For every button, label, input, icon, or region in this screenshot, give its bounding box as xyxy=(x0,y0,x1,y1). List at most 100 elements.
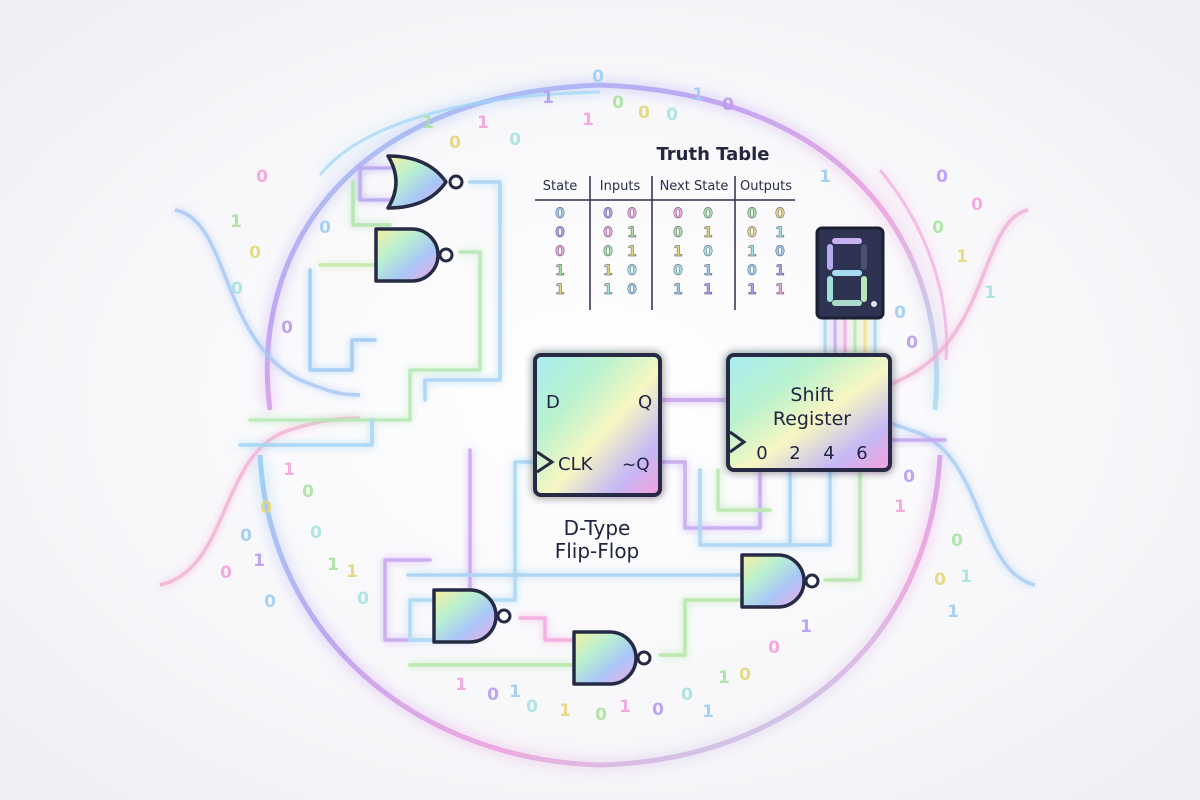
shift-register-label-line2: Register xyxy=(773,408,851,430)
binary-digit: 1 xyxy=(509,682,521,702)
wire-network xyxy=(213,166,987,667)
binary-digit: 1 xyxy=(559,701,571,721)
truth-table-cell: 1 xyxy=(603,282,613,298)
truth-table-cell: 1 xyxy=(555,263,565,279)
truth-table-cell: 0 xyxy=(603,244,613,260)
binary-digit: 0 xyxy=(281,318,293,338)
binary-digit: 0 xyxy=(487,685,499,705)
binary-digit: 0 xyxy=(260,498,272,518)
truth-table-cell: 0 xyxy=(673,206,683,222)
truth-table-cell: 1 xyxy=(555,282,565,298)
truth-table-cell: 1 xyxy=(703,225,713,241)
shift-register-output-1: 2 xyxy=(789,443,800,464)
binary-digit: 0 xyxy=(971,195,983,215)
binary-digit: 0 xyxy=(240,526,252,546)
binary-digit: 1 xyxy=(422,113,434,133)
binary-digit: 0 xyxy=(302,482,314,502)
binary-digit: 1 xyxy=(702,702,714,722)
binary-digit: 1 xyxy=(346,562,358,582)
binary-digit: 1 xyxy=(718,668,730,688)
truth-table-cell: 1 xyxy=(603,263,613,279)
binary-digit: 0 xyxy=(249,243,261,263)
binary-digit: 0 xyxy=(768,638,780,658)
binary-digit: 0 xyxy=(936,167,948,187)
binary-digit: 0 xyxy=(231,279,243,299)
binary-digit: 1 xyxy=(327,555,339,575)
truth-table-cell: 1 xyxy=(673,282,683,298)
binary-digit: 1 xyxy=(692,85,704,105)
truth-table-cell: 0 xyxy=(673,225,683,241)
binary-digit: 0 xyxy=(934,570,946,590)
truth-table-cell: 0 xyxy=(775,206,785,222)
truth-table-header-inputs: Inputs xyxy=(600,179,641,194)
pin-d-label: D xyxy=(546,392,560,413)
truth-table-cell: 0 xyxy=(747,225,757,241)
shift-register-output-2: 4 xyxy=(823,443,834,464)
binary-digit: 0 xyxy=(722,95,734,115)
truth-table-cell: 0 xyxy=(703,244,713,260)
seven-segment-display: 6 xyxy=(0,0,885,320)
truth-table-header-next-state: Next State xyxy=(660,179,729,194)
nor-gate-top xyxy=(386,154,464,210)
binary-digit: 1 xyxy=(230,212,242,232)
binary-digit: 0 xyxy=(638,103,650,123)
binary-digit: 1 xyxy=(542,88,554,108)
truth-table-cell: 1 xyxy=(747,282,757,298)
binary-digit: 0 xyxy=(256,167,268,187)
nand-gate-top xyxy=(374,227,454,283)
binary-digit: 1 xyxy=(582,110,594,130)
nand-gate-bottom-right xyxy=(740,553,820,609)
truth-table-cell: 1 xyxy=(673,244,683,260)
truth-table-cell: 0 xyxy=(775,244,785,260)
binary-digit: 0 xyxy=(592,67,604,87)
binary-digit: 0 xyxy=(595,705,607,725)
binary-digit: 1 xyxy=(947,602,959,622)
binary-digit: 1 xyxy=(283,460,295,480)
binary-digit: 0 xyxy=(932,218,944,238)
binary-digit: 1 xyxy=(956,247,968,267)
truth-table: Truth Table State Inputs Next State Outp… xyxy=(535,144,795,310)
truth-table-title: Truth Table xyxy=(656,144,769,165)
truth-table-cell: 0 xyxy=(555,244,565,260)
shift-register: Shift Register 0 2 4 6 xyxy=(726,353,892,472)
binary-digit: 0 xyxy=(509,130,521,150)
binary-digit: 1 xyxy=(819,167,831,187)
binary-digit: 0 xyxy=(739,665,751,685)
binary-digit: 0 xyxy=(951,531,963,551)
binary-digit: 1 xyxy=(960,567,972,587)
flip-flop-caption-line1: D-Type xyxy=(564,516,631,540)
binary-digit: 0 xyxy=(666,105,678,125)
truth-table-cell: 1 xyxy=(775,282,785,298)
shift-register-output-3: 6 xyxy=(856,443,867,464)
shift-register-output-0: 0 xyxy=(756,443,767,464)
truth-table-cell: 1 xyxy=(775,263,785,279)
pin-qbar-label: ~Q xyxy=(622,455,650,475)
truth-table-header-state: State xyxy=(543,179,577,194)
truth-table-cell: 1 xyxy=(775,225,785,241)
binary-digit: 1 xyxy=(894,497,906,517)
binary-digit: 0 xyxy=(906,333,918,353)
binary-digit: 0 xyxy=(903,467,915,487)
outer-ring xyxy=(257,82,948,768)
truth-table-cell: 1 xyxy=(703,282,713,298)
binary-digit: 0 xyxy=(449,133,461,153)
truth-table-cell: 1 xyxy=(627,244,637,260)
binary-digit: 0 xyxy=(220,563,232,583)
truth-table-cell: 0 xyxy=(627,263,637,279)
nand-gate-bottom-center xyxy=(572,630,652,686)
truth-table-cell: 0 xyxy=(627,206,637,222)
seven-segment-value: 6 xyxy=(0,0,1,1)
pin-clk-label: CLK xyxy=(558,454,594,475)
truth-table-cell: 0 xyxy=(747,206,757,222)
binary-digit: 0 xyxy=(681,685,693,705)
truth-table-cell: 0 xyxy=(603,225,613,241)
truth-table-cell: 0 xyxy=(603,206,613,222)
binary-digit: 1 xyxy=(253,551,265,571)
binary-digit: 0 xyxy=(612,93,624,113)
truth-table-header-outputs: Outputs xyxy=(740,179,792,194)
binary-digit: 0 xyxy=(894,303,906,323)
nand-gate-bottom-left xyxy=(432,588,512,644)
